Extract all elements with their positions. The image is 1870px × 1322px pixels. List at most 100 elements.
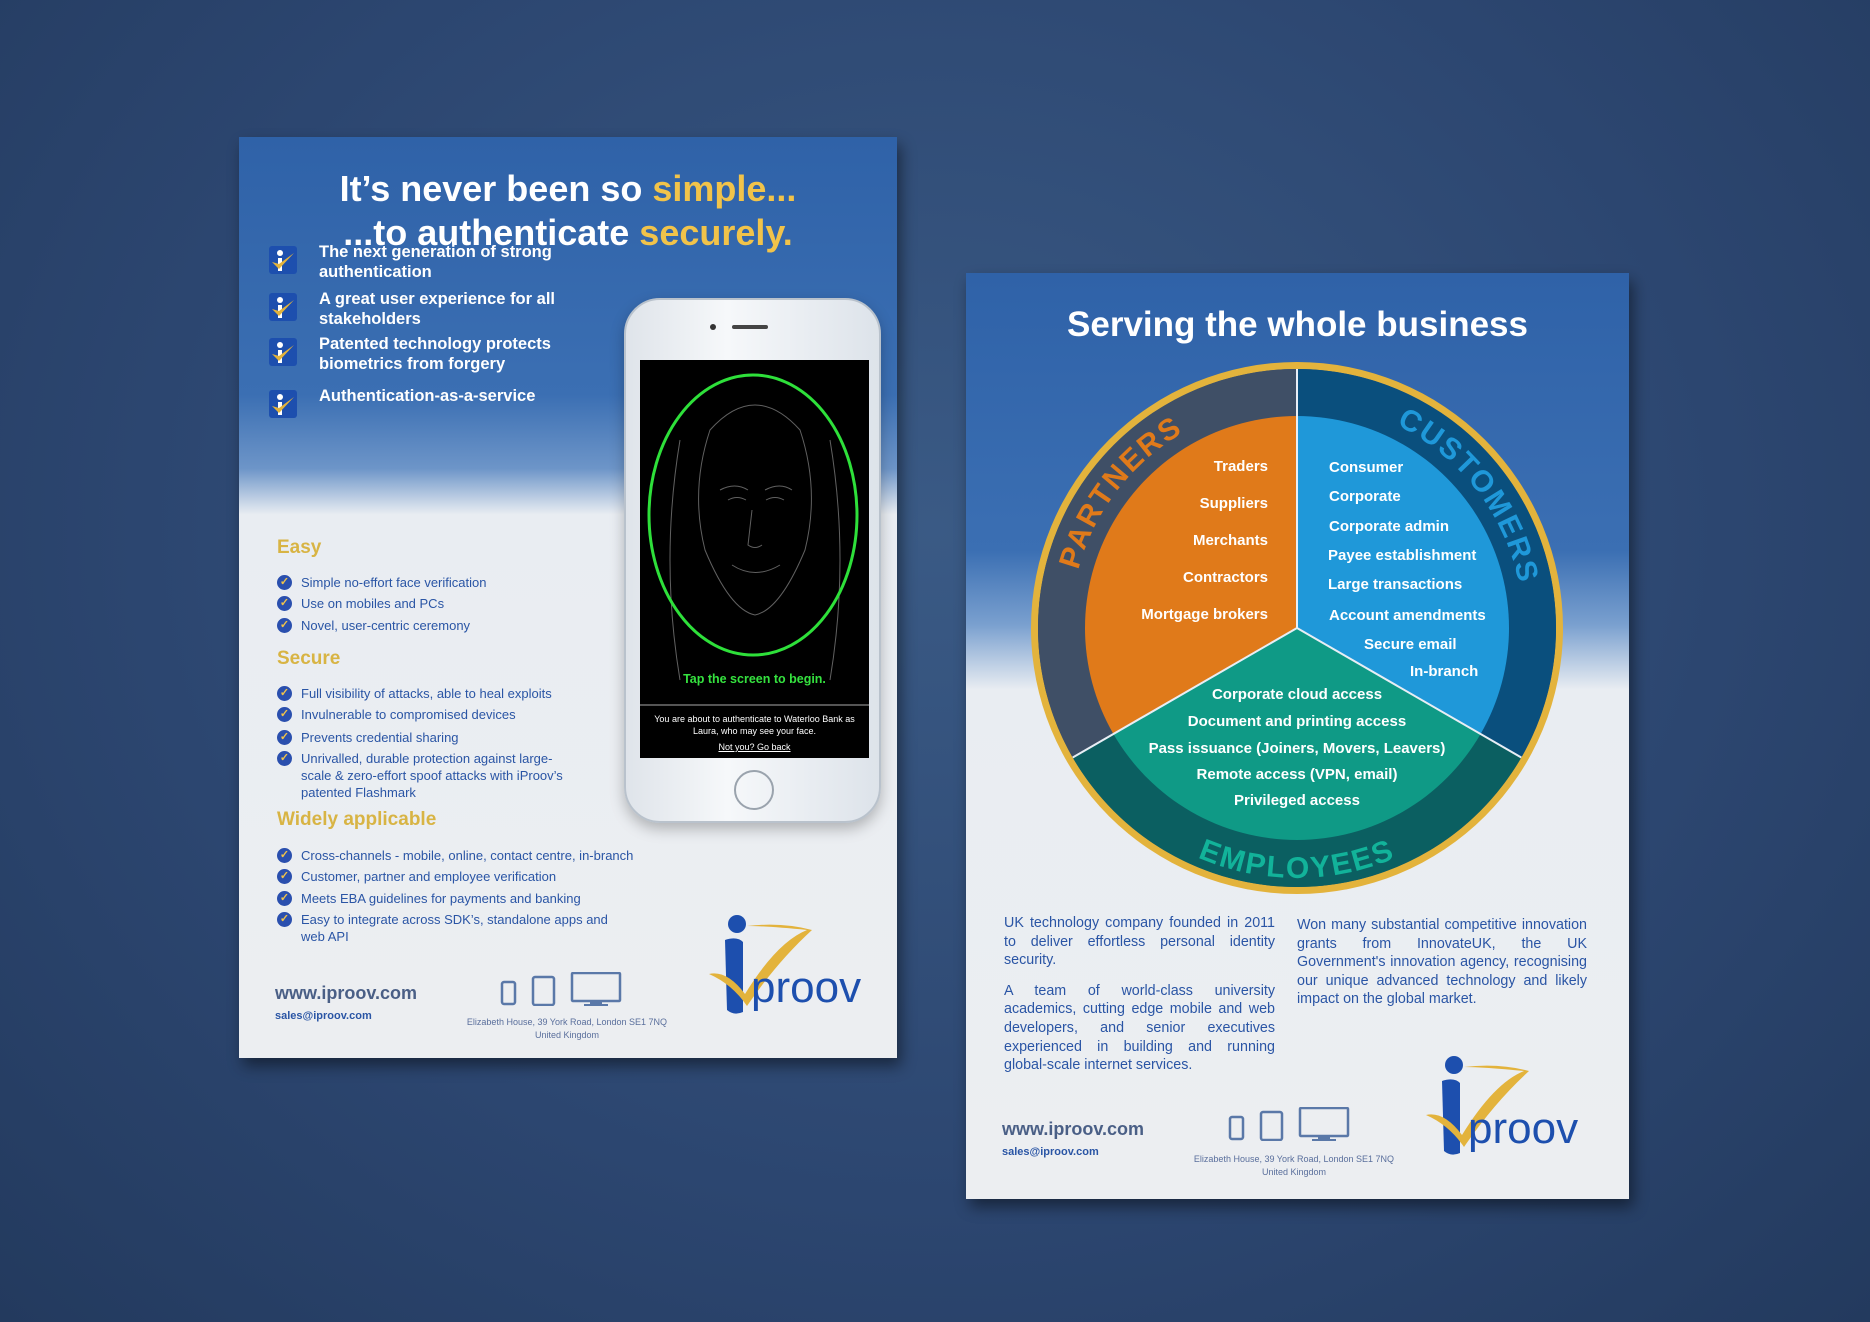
section-heading: Secure bbox=[277, 648, 341, 669]
go-back-link[interactable]: Not you? Go back bbox=[718, 742, 791, 752]
iproov-logo: proov bbox=[1426, 1056, 1578, 1155]
checkmark-icon: ✓ bbox=[277, 891, 292, 906]
benefit-item: ✓ Customer, partner and employee verifica… bbox=[277, 868, 737, 885]
partners-item: Merchants bbox=[1193, 532, 1268, 549]
checkmark-icon: ✓ bbox=[277, 869, 292, 884]
tablet-icon bbox=[531, 975, 556, 1006]
segment-divider bbox=[1072, 627, 1298, 759]
feature-text: Authentication-as-a-service bbox=[319, 387, 536, 405]
address-country: United Kingdom bbox=[534, 1030, 600, 1040]
customers-item: Secure email bbox=[1364, 636, 1457, 653]
checkmark-icon: ✓ bbox=[277, 912, 292, 927]
phone-mockup: Tap the screen to begin. You are about t… bbox=[624, 298, 881, 823]
flyer-right: Serving the whole business PARTNERS CUST… bbox=[966, 273, 1629, 1199]
feature-text: A great user experience for all stakehol… bbox=[319, 290, 555, 328]
monitor-icon bbox=[1298, 1107, 1350, 1141]
smartphone-icon bbox=[1228, 1115, 1245, 1141]
partners-item: Suppliers bbox=[1200, 495, 1268, 512]
partners-item: Mortgage brokers bbox=[1141, 606, 1268, 623]
segment-divider bbox=[1296, 627, 1522, 759]
email-link[interactable]: sales@iproov.com bbox=[1002, 1146, 1099, 1158]
benefit-item: ✓ Use on mobiles and PCs bbox=[277, 595, 621, 612]
benefit-text: Novel, user-centric ceremony bbox=[301, 618, 471, 633]
svg-text:proov: proov bbox=[1468, 1104, 1578, 1153]
employees-item: Privileged access bbox=[1234, 792, 1360, 809]
email-link[interactable]: sales@iproov.com bbox=[275, 1010, 372, 1022]
checkmark-icon: ✓ bbox=[277, 618, 292, 633]
checkmark-icon: ✓ bbox=[277, 751, 292, 766]
benefit-text: Use on mobiles and PCs bbox=[301, 596, 445, 611]
benefit-item: ✓Easy to integrate across SDK’s, standal… bbox=[277, 911, 617, 945]
feature-text: Patented technology protects biometrics … bbox=[319, 335, 551, 373]
face-guide-oval bbox=[647, 373, 859, 657]
employees-item: Pass issuance (Joiners, Movers, Leavers) bbox=[1149, 740, 1446, 757]
iproov-check-icon bbox=[269, 293, 297, 321]
svg-text:proov: proov bbox=[751, 963, 861, 1012]
feature-item: Patented technology protects biometrics … bbox=[269, 334, 617, 374]
benefit-text: Unrivalled, durable protection against l… bbox=[301, 751, 563, 800]
feature-item: The next generation of strong authentica… bbox=[269, 242, 617, 282]
monitor-icon bbox=[570, 972, 622, 1006]
partners-segment bbox=[1085, 416, 1297, 734]
checkmark-icon: ✓ bbox=[277, 596, 292, 611]
employees-item: Corporate cloud access bbox=[1212, 686, 1382, 703]
address: Elizabeth House, 39 York Road, London SE… bbox=[437, 1016, 697, 1042]
screen-divider bbox=[640, 704, 869, 706]
home-button[interactable] bbox=[734, 770, 774, 810]
partners-item: Traders bbox=[1214, 458, 1268, 475]
benefit-item: ✓Cross-channels - mobile, online, contac… bbox=[277, 847, 737, 864]
benefit-text: Customer, partner and employee verificat… bbox=[301, 869, 557, 884]
phone-screen[interactable]: Tap the screen to begin. You are about t… bbox=[640, 360, 869, 758]
benefit-text: Full visibility of attacks, able to heal… bbox=[301, 686, 552, 701]
benefit-item: ✓ Full visibility of attacks, able to hea… bbox=[277, 685, 621, 702]
benefit-text: Invulnerable to compromised devices bbox=[301, 707, 516, 722]
customers-item: Corporate admin bbox=[1329, 518, 1449, 535]
paragraph: Won many substantial competitive innovat… bbox=[1297, 917, 1587, 1008]
checkmark-icon: ✓ bbox=[277, 686, 292, 701]
customers-item: Corporate bbox=[1329, 488, 1401, 505]
employees-item: Remote access (VPN, email) bbox=[1197, 766, 1398, 783]
phone-speaker bbox=[732, 325, 768, 329]
address-line: Elizabeth House, 39 York Road, London SE… bbox=[466, 1017, 668, 1027]
about-left: UK technology company founded in 2011 to… bbox=[1004, 914, 1275, 1087]
headline-highlight: simple... bbox=[652, 168, 797, 209]
employees-item: Document and printing access bbox=[1188, 713, 1406, 730]
device-icons bbox=[1228, 1107, 1350, 1141]
checkmark-icon: ✓ bbox=[277, 848, 292, 863]
customers-item: Large transactions bbox=[1328, 576, 1462, 593]
iproov-check-icon bbox=[269, 338, 297, 366]
benefit-item: ✓Invulnerable to compromised devices bbox=[277, 706, 621, 723]
tap-prompt[interactable]: Tap the screen to begin. bbox=[683, 672, 826, 686]
flyer-left: It’s never been so simple... ...to authe… bbox=[239, 137, 897, 1058]
tablet-icon bbox=[1259, 1110, 1284, 1141]
feature-text: The next generation of strong authentica… bbox=[319, 243, 552, 281]
paragraph: A team of world-class university academi… bbox=[1004, 982, 1275, 1074]
device-icons bbox=[500, 972, 622, 1006]
headline-text: ...to authenticate bbox=[343, 212, 640, 253]
face-capture-view bbox=[647, 373, 859, 681]
benefit-item: ✓Simple no-effort face verification bbox=[277, 574, 621, 591]
customers-item: In-branch bbox=[1410, 663, 1478, 680]
business-wheel: PARTNERS CUSTOMERS EMPLOYEES TradersSupp… bbox=[1031, 362, 1563, 894]
benefit-item: ✓Meets EBA guidelines for payments and b… bbox=[277, 890, 737, 907]
page-title: Serving the whole business bbox=[1067, 305, 1528, 344]
section-heading: Widely applicable bbox=[277, 809, 437, 830]
address: Elizabeth House, 39 York Road, London SE… bbox=[1164, 1153, 1424, 1179]
partners-item: Contractors bbox=[1183, 569, 1268, 586]
benefit-item: ✓ Unrivalled, durable protection against … bbox=[277, 750, 567, 801]
section-heading: Easy bbox=[277, 537, 322, 558]
website-link[interactable]: www.iproov.com bbox=[1002, 1119, 1145, 1139]
headline-highlight: securely. bbox=[639, 212, 793, 253]
feature-item: Authentication-as-a-service bbox=[269, 386, 617, 418]
website-link[interactable]: www.iproov.com bbox=[275, 983, 418, 1003]
paragraph: UK technology company founded in 2011 to… bbox=[1004, 915, 1275, 969]
checkmark-icon: ✓ bbox=[277, 730, 292, 745]
iproov-check-icon bbox=[269, 246, 297, 274]
headline: It’s never been so simple... ...to authe… bbox=[239, 167, 897, 255]
about-right: Won many substantial competitive innovat… bbox=[1297, 916, 1587, 1021]
headline-text: It’s never been so bbox=[339, 168, 653, 209]
smartphone-icon bbox=[500, 980, 517, 1006]
benefit-item: ✓Prevents credential sharing bbox=[277, 729, 621, 746]
phone-camera bbox=[710, 324, 716, 330]
feature-item: A great user experience for all stakehol… bbox=[269, 289, 617, 329]
